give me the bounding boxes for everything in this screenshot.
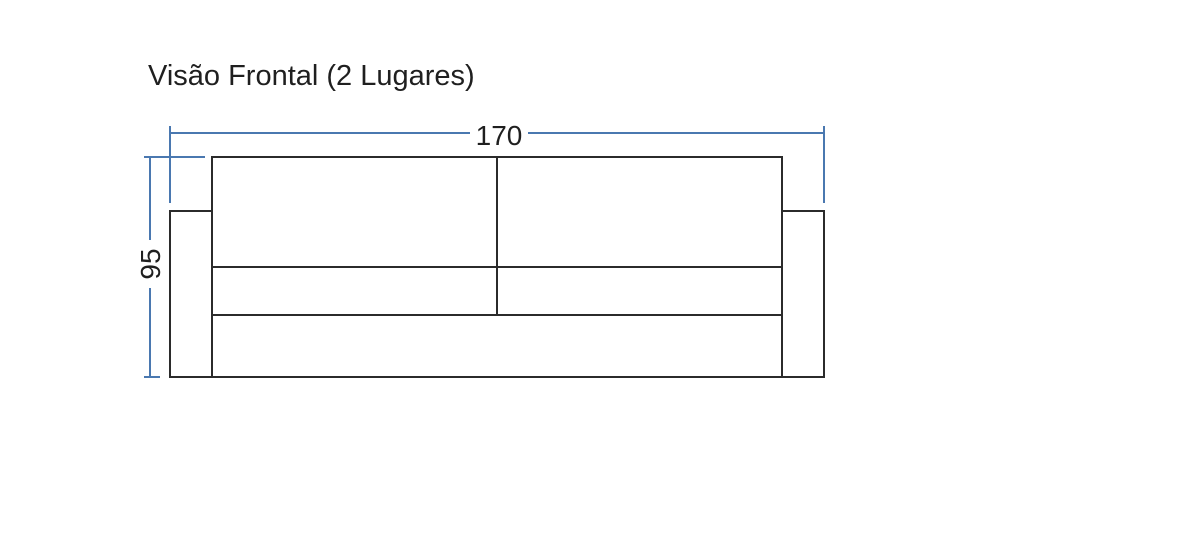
sofa-outline — [169, 156, 825, 378]
height-dimension-label: 95 — [135, 248, 166, 279]
left-armrest — [169, 210, 213, 378]
diagram-title: Visão Frontal (2 Lugares) — [148, 60, 475, 92]
width-dimension-label: 170 — [476, 120, 523, 151]
right-armrest — [781, 210, 825, 378]
sofa-base — [211, 314, 783, 378]
dimension-lines — [144, 126, 825, 378]
